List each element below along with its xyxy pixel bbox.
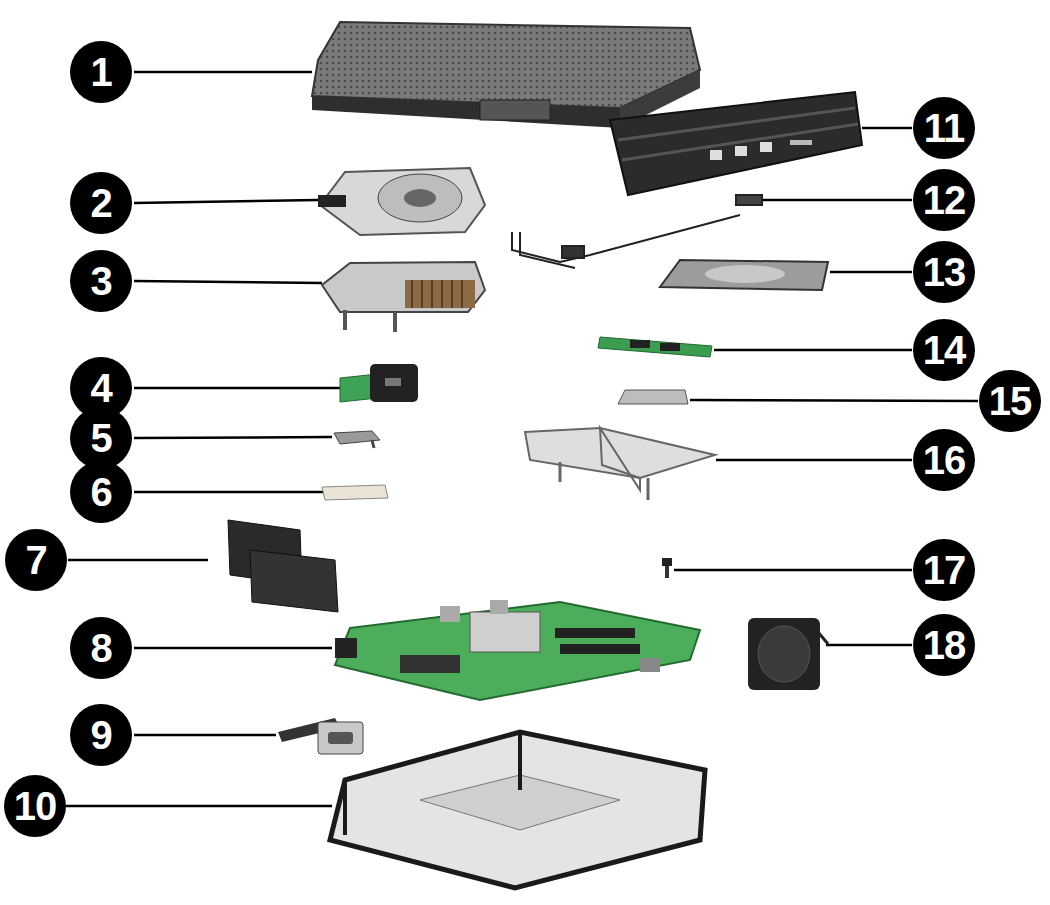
callout-number: 16 [913, 429, 975, 491]
memory-modules [228, 520, 338, 612]
callout-text: 8 [90, 628, 111, 668]
callout-number: 5 [70, 407, 132, 469]
callout-text: 16 [923, 440, 966, 480]
callout-text: 17 [923, 550, 966, 590]
wlan-card [322, 485, 388, 500]
callout-number: 11 [913, 97, 975, 159]
callout-number: 17 [913, 539, 975, 601]
callout-number: 14 [913, 319, 975, 381]
callout-text: 4 [90, 368, 111, 408]
processor [618, 390, 688, 404]
callout-text: 11 [924, 108, 964, 148]
small-bracket [334, 431, 380, 448]
front-bezel [610, 92, 862, 195]
antenna-cables [512, 195, 762, 268]
drive-bracket [525, 428, 715, 500]
callout-text: 3 [90, 261, 111, 301]
callout-number: 7 [5, 529, 67, 591]
callout-number: 6 [70, 461, 132, 523]
leader-lines [66, 72, 978, 806]
port-board [340, 364, 418, 402]
callout-number: 3 [70, 250, 132, 312]
callout-number: 12 [913, 169, 975, 231]
callout-number: 1 [70, 41, 132, 103]
callout-number: 15 [979, 370, 1041, 432]
callout-number: 18 [913, 614, 975, 676]
solid-state-drive [598, 337, 712, 357]
screw [662, 558, 672, 578]
callout-text: 10 [14, 786, 57, 826]
callout-text: 15 [989, 381, 1032, 421]
fan [318, 168, 485, 235]
callout-text: 12 [923, 180, 966, 220]
hard-drive [660, 260, 828, 290]
serial-port-board [278, 718, 363, 754]
speaker [748, 618, 828, 690]
system-board [335, 600, 700, 700]
callout-number: 10 [4, 775, 66, 837]
top-cover [312, 22, 700, 128]
callout-text: 5 [90, 418, 111, 458]
callout-text: 7 [25, 540, 46, 580]
callout-number: 13 [913, 241, 975, 303]
callout-text: 13 [923, 252, 966, 292]
heat-sink [322, 262, 485, 332]
callout-text: 6 [90, 472, 111, 512]
chassis [330, 732, 705, 888]
callout-text: 18 [923, 625, 966, 665]
callout-text: 14 [923, 330, 966, 370]
callout-number: 8 [70, 617, 132, 679]
callout-text: 2 [90, 183, 111, 223]
callout-text: 9 [90, 715, 111, 755]
callout-number: 9 [70, 704, 132, 766]
callout-text: 1 [90, 52, 111, 92]
callout-number: 2 [70, 172, 132, 234]
